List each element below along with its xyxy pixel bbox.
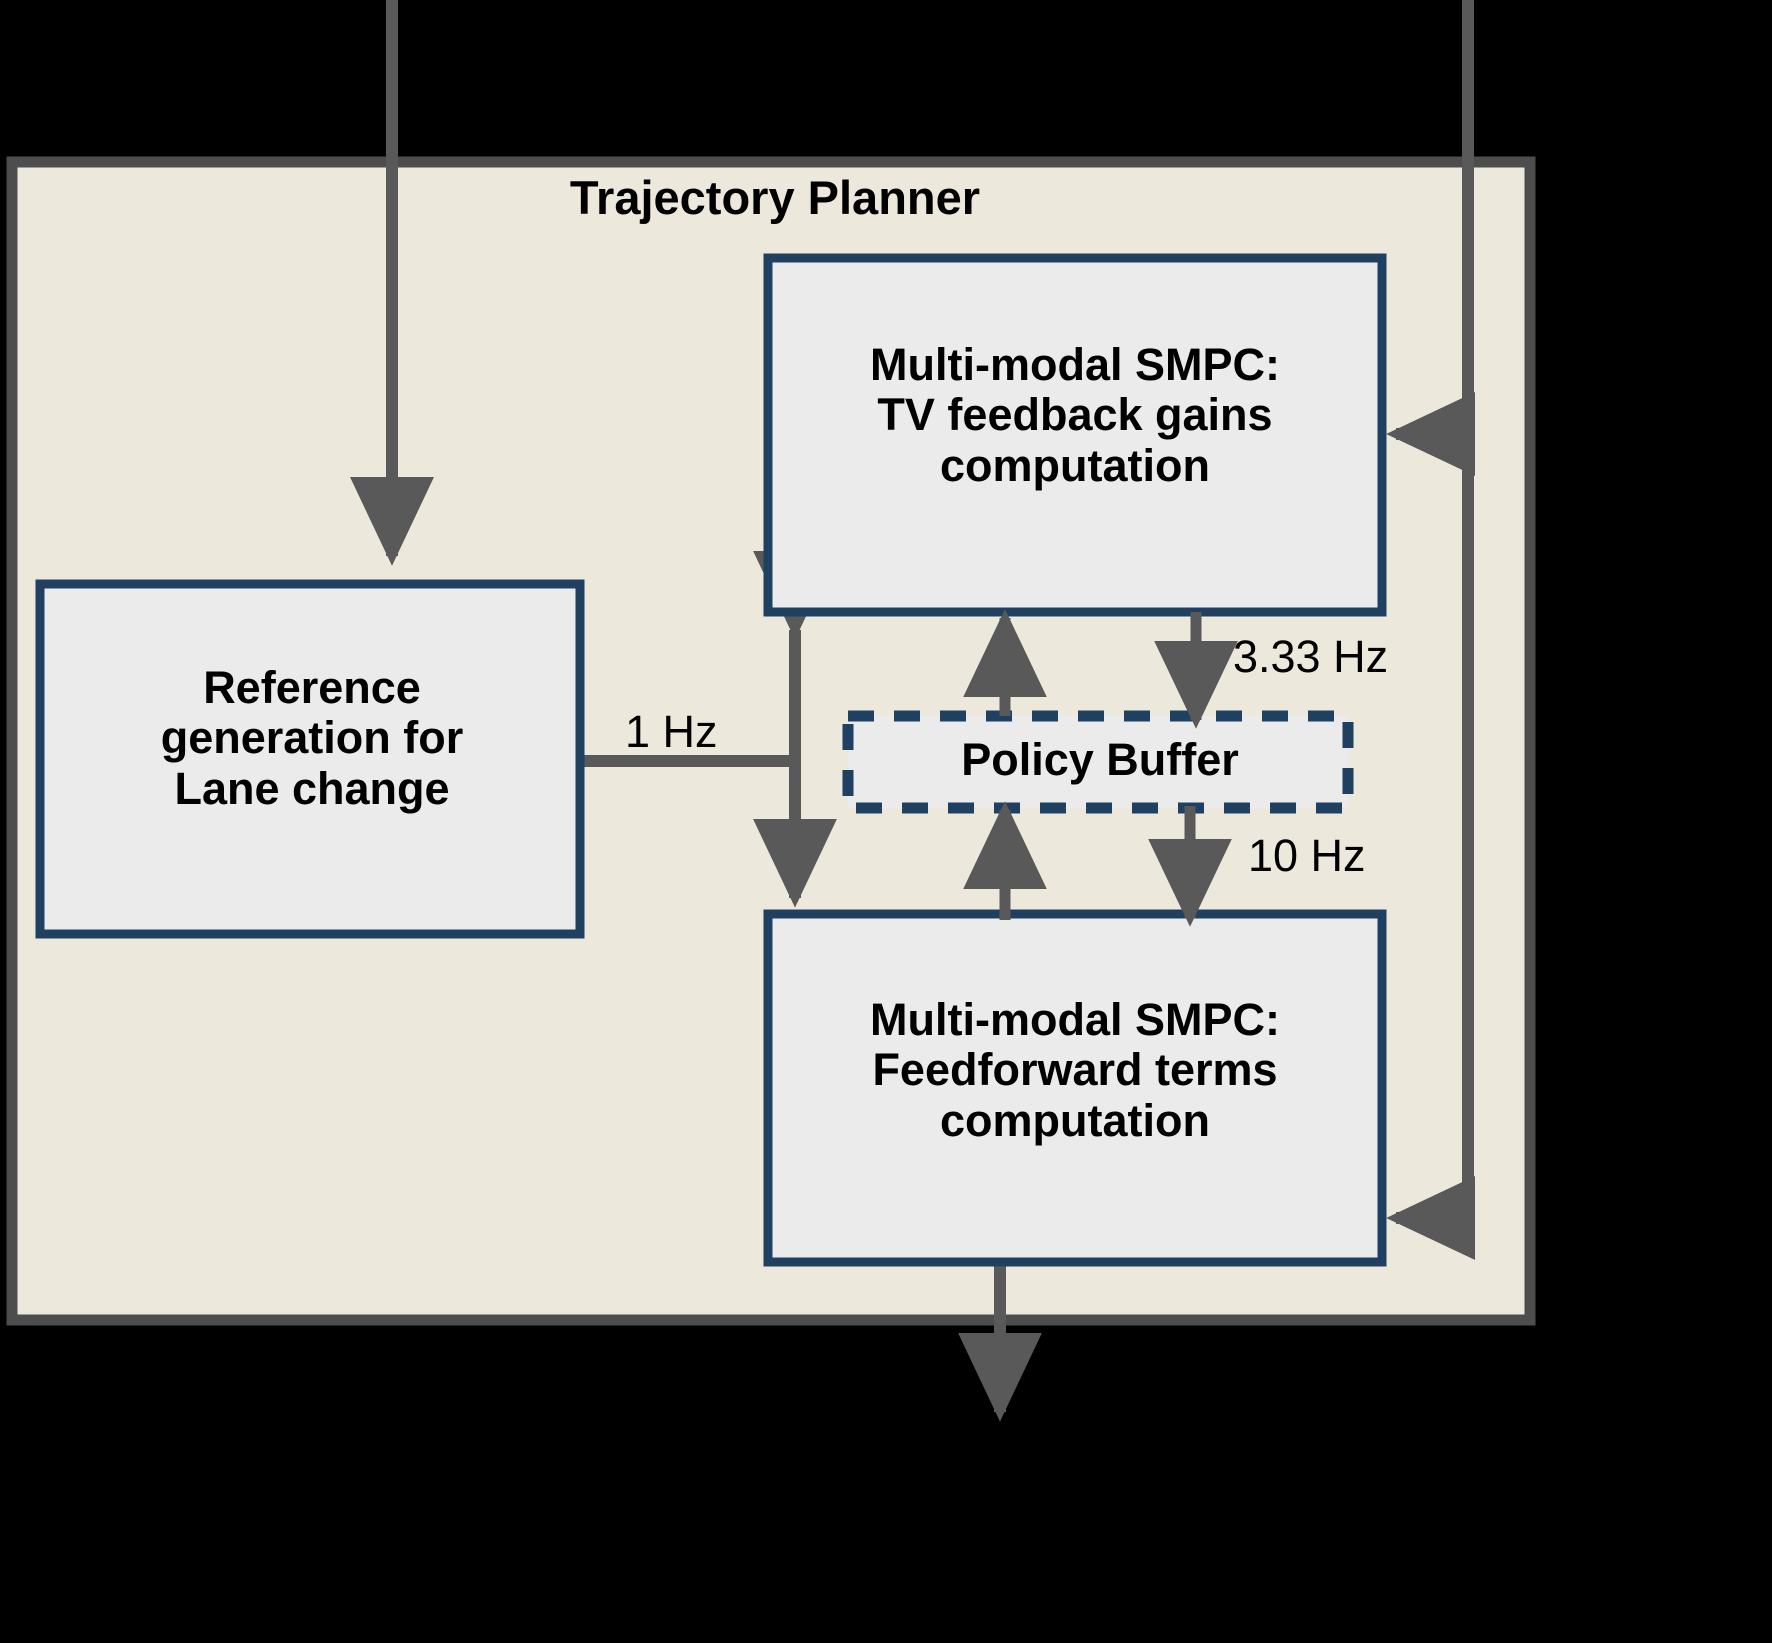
node-policy-buffer[interactable]: [842, 710, 1354, 814]
node-smpc-feedforward[interactable]: [763, 909, 1387, 1267]
node-smpc-feedback[interactable]: [763, 253, 1387, 617]
node-reference-generation[interactable]: [35, 579, 585, 939]
